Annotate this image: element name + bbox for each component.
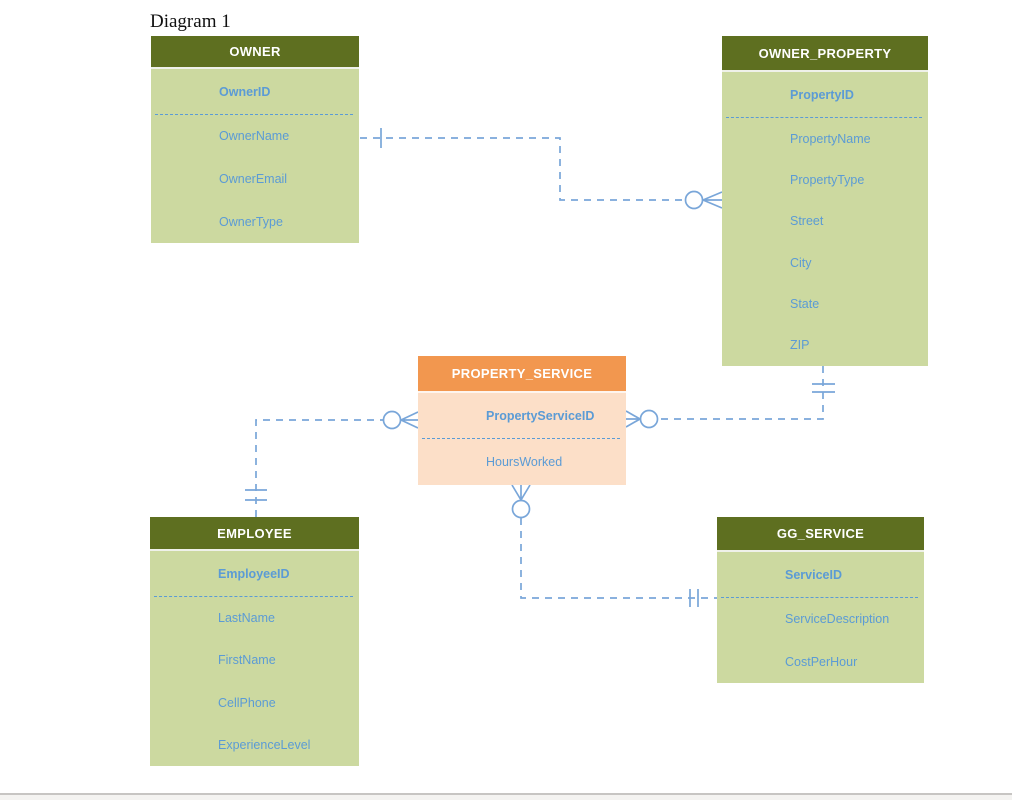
field-zip: ZIP <box>790 338 810 353</box>
entity-property-service[interactable]: PROPERTY_SERVICE PropertyServiceID Hours… <box>418 356 626 485</box>
entity-gg-service[interactable]: GG_SERVICE ServiceID ServiceDescription … <box>717 517 924 683</box>
pk-separator <box>154 596 353 597</box>
field-servicedescription: ServiceDescription <box>785 612 890 627</box>
entity-gg-service-title: GG_SERVICE <box>717 517 924 552</box>
entity-owner-property[interactable]: OWNER_PROPERTY PropertyID PropertyName P… <box>722 36 928 366</box>
field-lastname: LastName <box>218 611 275 626</box>
field-firstname: FirstName <box>218 653 276 668</box>
field-owneremail: OwnerEmail <box>219 172 288 186</box>
entity-employee-title: EMPLOYEE <box>150 517 359 551</box>
field-experiencelevel: ExperienceLevel <box>218 737 311 752</box>
relationship-employee-property_service[interactable] <box>245 410 419 518</box>
field-cellphone: CellPhone <box>218 695 276 710</box>
page-edge-divider <box>0 793 1012 800</box>
field-street: Street <box>790 214 824 229</box>
relationship-owner-owner_property[interactable] <box>360 128 723 210</box>
relationship-owner_property-property_service[interactable] <box>625 366 835 429</box>
field-employeeid: EmployeeID <box>218 566 290 581</box>
entity-employee-body: EmployeeID LastName FirstName CellPhone … <box>150 551 359 766</box>
pk-separator <box>721 597 918 598</box>
pk-separator <box>155 114 353 115</box>
relationship-property_service-gg_service[interactable] <box>511 484 717 607</box>
entity-owner-body: OwnerID OwnerName OwnerEmail OwnerType <box>151 69 359 243</box>
entity-property-service-title: PROPERTY_SERVICE <box>418 356 626 393</box>
field-costperhour: CostPerHour <box>785 654 858 669</box>
field-state: State <box>790 296 820 311</box>
entity-owner[interactable]: OWNER OwnerID OwnerName OwnerEmail Owner… <box>151 36 359 243</box>
entity-property-service-body: PropertyServiceID HoursWorked <box>418 393 626 485</box>
field-propertytype: PropertyType <box>790 172 865 187</box>
entity-owner-property-body: PropertyID PropertyName PropertyType Str… <box>722 72 928 366</box>
entity-employee[interactable]: EMPLOYEE EmployeeID LastName FirstName C… <box>150 517 359 766</box>
field-propertyid: PropertyID <box>790 87 854 102</box>
entity-owner-property-title: OWNER_PROPERTY <box>722 36 928 72</box>
pk-separator <box>726 117 922 118</box>
entity-owner-title: OWNER <box>151 36 359 69</box>
field-hoursworked: HoursWorked <box>486 455 563 469</box>
field-city: City <box>790 255 812 270</box>
diagram-title: Diagram 1 <box>150 11 231 32</box>
field-ownerid: OwnerID <box>219 84 271 99</box>
pk-separator <box>422 438 620 439</box>
field-ownername: OwnerName <box>219 129 290 144</box>
field-serviceid: ServiceID <box>785 567 842 582</box>
field-ownertype: OwnerType <box>219 214 283 229</box>
field-propertyname: PropertyName <box>790 131 871 146</box>
entity-gg-service-body: ServiceID ServiceDescription CostPerHour <box>717 552 924 683</box>
field-propertyserviceid: PropertyServiceID <box>486 408 595 423</box>
